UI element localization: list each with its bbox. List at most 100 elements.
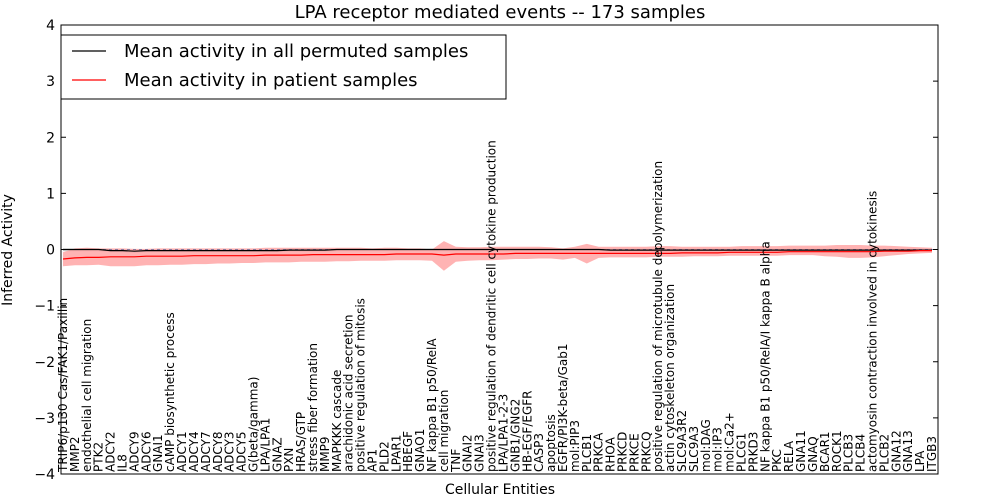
x-tick-label: endothelial cell migration bbox=[80, 319, 94, 472]
x-tick-label: GNA12 bbox=[889, 430, 903, 472]
x-tick-label: PRKCQ bbox=[639, 431, 653, 472]
x-tick-label: RELA bbox=[782, 440, 796, 472]
x-tick-label: GNAI2 bbox=[461, 434, 475, 472]
legend: Mean activity in all permuted samples Me… bbox=[60, 34, 507, 100]
patient-band-area bbox=[63, 241, 932, 271]
x-tick-label: LPAR1 bbox=[389, 435, 403, 472]
legend-permuted-label: Mean activity in all permuted samples bbox=[124, 41, 468, 62]
x-tick-label: GNAZ bbox=[270, 437, 284, 472]
x-tick-label: SLC9A3R2 bbox=[675, 410, 689, 472]
x-tick-label: BCAR1 bbox=[818, 431, 832, 472]
y-tick-label: 2 bbox=[46, 130, 55, 146]
x-tick-label: positive regulation of mitosis bbox=[354, 298, 368, 472]
x-tick-label: G(beta/gamma) bbox=[247, 377, 261, 472]
y-tick-label: −2 bbox=[34, 355, 55, 371]
y-tick-label: 1 bbox=[46, 186, 55, 202]
x-tick-label: ITGB3 bbox=[925, 436, 939, 472]
legend-patient-label: Mean activity in patient samples bbox=[124, 70, 418, 91]
y-tick-label: 3 bbox=[46, 74, 55, 90]
patient-band bbox=[63, 241, 932, 271]
x-tick-label: ROCK1 bbox=[830, 430, 844, 472]
x-tick-label: AP1 bbox=[366, 449, 380, 472]
x-tick-label: ADCY9 bbox=[127, 431, 141, 472]
x-tick-label: ADCY4 bbox=[187, 431, 201, 472]
x-tick-label: PLCB3 bbox=[842, 434, 856, 472]
x-tick-label: LPA/LPA1 bbox=[258, 418, 272, 472]
x-tick-label: GNAI1 bbox=[151, 434, 165, 472]
x-tick-label: PRKCE bbox=[627, 433, 641, 472]
plot-area: TRIP6/p130 Cas/FAK1/PaxillinMMP2endothel… bbox=[56, 140, 939, 473]
x-tick-labels: TRIP6/p130 Cas/FAK1/PaxillinMMP2endothel… bbox=[56, 140, 939, 473]
x-tick-label: stress fiber formation bbox=[306, 343, 320, 472]
x-tick-label: TNF bbox=[449, 449, 463, 473]
y-axis: −4 −3 −2 −1 0 1 2 3 4 bbox=[34, 18, 938, 483]
x-tick-label: GNAI3 bbox=[473, 434, 487, 472]
y-tick-label: −1 bbox=[34, 299, 55, 315]
x-tick-label: PRKCD bbox=[616, 432, 630, 472]
x-tick-label: cell migration bbox=[437, 390, 451, 472]
x-tick-label: RHOA bbox=[604, 436, 618, 472]
x-tick-label: PRKCA bbox=[592, 432, 606, 472]
x-tick-label: PTK2 bbox=[92, 442, 106, 472]
x-tick-label: PLD2 bbox=[377, 441, 391, 472]
x-tick-label: NF kappa B1 p50/RelA/I kappa B alpha bbox=[758, 241, 772, 472]
x-tick-label: GNA11 bbox=[794, 430, 808, 472]
x-tick-label: NF kappa B1 p50/RelA bbox=[425, 338, 439, 472]
x-tick-label: GNAO1 bbox=[413, 429, 427, 472]
x-tick-label: MAPKKK cascade bbox=[330, 370, 344, 472]
x-tick-label: GNAQ bbox=[806, 436, 820, 472]
x-tick-label: mol:PIP3 bbox=[568, 420, 582, 472]
x-tick-label: PLCB1 bbox=[580, 434, 594, 472]
x-tick-label: positive regulation of dendritic cell cy… bbox=[485, 140, 499, 472]
x-tick-label: ADCY3 bbox=[223, 431, 237, 472]
y-tick-label: −4 bbox=[34, 467, 55, 483]
x-tick-label: GNA13 bbox=[901, 430, 915, 472]
x-tick-label: IL8 bbox=[116, 454, 130, 472]
x-tick-label: PRKD3 bbox=[746, 432, 760, 472]
x-tick-label: TRIP6/p130 Cas/FAK1/Paxillin bbox=[56, 298, 70, 473]
patient-mean-line bbox=[62, 250, 932, 260]
x-tick-label: PXN bbox=[282, 448, 296, 472]
x-tick-label: cAMP biosynthetic process bbox=[163, 312, 177, 472]
series-lines bbox=[62, 248, 932, 260]
x-tick-label: actin cytoskeleton organization bbox=[663, 284, 677, 472]
x-tick-label: HRAS/GTP bbox=[294, 412, 308, 472]
x-tick-label: LPA bbox=[913, 450, 927, 472]
x-tick-label: mol:DAG bbox=[699, 419, 713, 472]
y-tick-label: 0 bbox=[46, 243, 55, 259]
permuted-mean-line bbox=[63, 248, 932, 252]
x-tick-label: actomyosin contraction involved in cytok… bbox=[866, 191, 880, 472]
chart-title: LPA receptor mediated events -- 173 samp… bbox=[295, 2, 706, 23]
y-axis-label: Inferred Activity bbox=[0, 194, 16, 306]
x-tick-label: SLC9A3 bbox=[687, 426, 701, 472]
x-tick-label: mol:Ca2+ bbox=[723, 412, 737, 472]
x-tick-label: MMP2 bbox=[68, 436, 82, 472]
x-tick-label: positive regulation of microtubule depol… bbox=[651, 161, 665, 472]
x-tick-label: mol:IP3 bbox=[711, 427, 725, 472]
x-tick-label: PLCB4 bbox=[854, 434, 868, 472]
plot-frame bbox=[60, 24, 939, 475]
x-tick-label: ADCY7 bbox=[199, 431, 213, 472]
x-tick-label: GNB1/GNG2 bbox=[508, 399, 522, 472]
x-tick-label: ADCY5 bbox=[235, 431, 249, 472]
x-tick-label: apoptosis bbox=[544, 414, 558, 472]
x-tick-label: CASP3 bbox=[532, 433, 546, 472]
x-tick-label: LPA/LPA1-2-3 bbox=[497, 394, 511, 472]
x-tick-label: ADCY6 bbox=[139, 431, 153, 472]
x-tick-label: ADCY1 bbox=[175, 431, 189, 472]
x-tick-label: ADCY2 bbox=[104, 431, 118, 472]
x-tick-label: HBEGF bbox=[401, 431, 415, 472]
y-tick-label: 4 bbox=[46, 18, 55, 34]
x-tick-label: PLCG1 bbox=[735, 433, 749, 472]
x-tick-label: MMP9 bbox=[318, 436, 332, 472]
y-tick-label: −3 bbox=[34, 411, 55, 427]
x-tick-label: arachidonic acid secretion bbox=[342, 315, 356, 472]
x-tick-label: EGFR/PI3K-beta/Gab1 bbox=[556, 343, 570, 472]
x-tick-label: PKC bbox=[770, 449, 784, 472]
x-axis-label: Cellular Entities bbox=[445, 482, 555, 498]
x-tick-label: HB-EGF/EGFR bbox=[520, 390, 534, 472]
legend-box bbox=[60, 34, 507, 100]
x-tick-label: ADCY8 bbox=[211, 431, 225, 472]
x-tick-label: PLCB2 bbox=[877, 434, 891, 472]
